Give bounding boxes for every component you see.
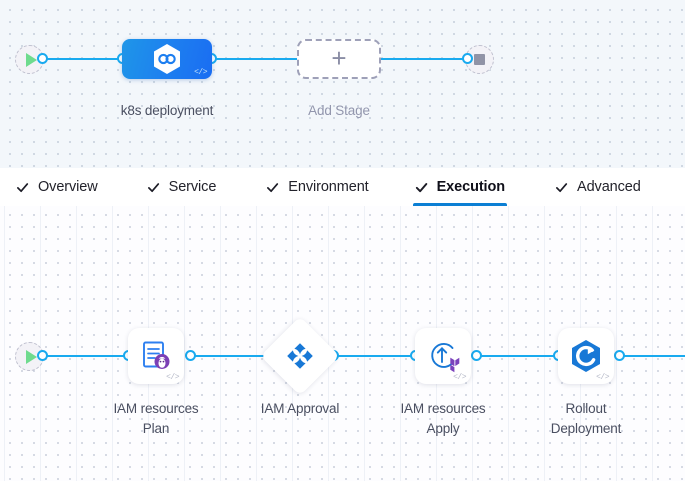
tab-execution[interactable]: Execution [412,168,508,206]
add-stage-button[interactable]: + [297,39,381,79]
step-label-iam-approval: IAM Approval [230,399,370,419]
stage-label-k8s-deployment: k8s deployment [120,103,214,118]
terraform-apply-icon [431,343,460,373]
connector-addstage-to-end [378,58,470,60]
tab-label: Environment [288,179,369,195]
check-icon [147,182,159,192]
tab-label: Overview [38,179,98,195]
step-label-line2: Apply [426,421,460,436]
connector-rollout-to-next [620,355,685,357]
tab-service[interactable]: Service [145,168,219,206]
play-icon [25,349,37,364]
connector-start-to-plan [40,355,128,357]
check-icon [556,182,568,192]
execution-pipeline-canvas[interactable]: </> IAM resources Plan IAM Approval [0,206,685,481]
code-badge-icon: </> [194,68,207,77]
step-label-iam-resources-apply: IAM resources Apply [373,399,513,439]
stage-pipeline-canvas[interactable]: </> k8s deployment + Add Stage [0,0,685,168]
connector-plan-to-approval [190,355,272,357]
kubernetes-hexagon-icon [154,44,180,74]
stage-config-tabs: Overview Service Environment Execution [0,168,685,206]
play-icon [25,52,37,67]
add-stage-label: Add Stage [308,103,370,118]
step-node-rollout-deployment[interactable]: </> [558,328,614,384]
step-node-iam-approval[interactable] [260,316,340,396]
check-icon [17,182,29,192]
connector-dot-apply-out[interactable] [471,350,482,361]
stop-icon [474,54,485,65]
tab-label: Service [168,179,217,195]
connector-start-to-stage1 [40,58,126,60]
plus-icon: + [331,42,347,73]
step-node-iam-resources-apply[interactable]: </> [415,328,471,384]
code-badge-icon: </> [453,373,466,382]
code-badge-icon: </> [596,373,609,382]
step-label-iam-resources-plan: IAM resources Plan [86,399,226,439]
step-label-line1: IAM Approval [260,401,340,416]
step-label-line1: IAM resources [400,401,486,416]
active-tab-indicator [412,203,508,206]
step-label-line1: Rollout [565,401,607,416]
step-label-line1: IAM resources [113,401,199,416]
check-icon [267,182,279,192]
connector-apply-to-rollout [476,355,558,357]
stage-node-k8s-deployment[interactable]: </> [122,39,212,79]
connector-dot-start[interactable] [37,53,48,64]
connector-dot-rollout-out[interactable] [614,350,625,361]
connector-dot-end[interactable] [462,53,473,64]
step-label-rollout-deployment: Rollout Deployment [516,399,656,439]
check-icon [415,182,427,192]
connector-dot-exec-start[interactable] [37,350,48,361]
connector-dot-plan-out[interactable] [185,350,196,361]
tab-label: Advanced [577,179,641,195]
step-node-iam-resources-plan[interactable]: </> [128,328,184,384]
tab-overview[interactable]: Overview [14,168,100,206]
step-label-line2: Deployment [550,421,622,436]
connector-approval-to-apply [333,355,415,357]
tab-advanced[interactable]: Advanced [553,168,643,206]
terraform-plan-icon [143,341,170,369]
code-badge-icon: </> [166,373,179,382]
rollout-hexagon-icon [572,340,600,372]
tab-environment[interactable]: Environment [264,168,370,206]
tab-label: Execution [436,179,506,195]
step-label-line2: Plan [142,421,170,436]
connector-stage1-to-addstage [210,58,302,60]
